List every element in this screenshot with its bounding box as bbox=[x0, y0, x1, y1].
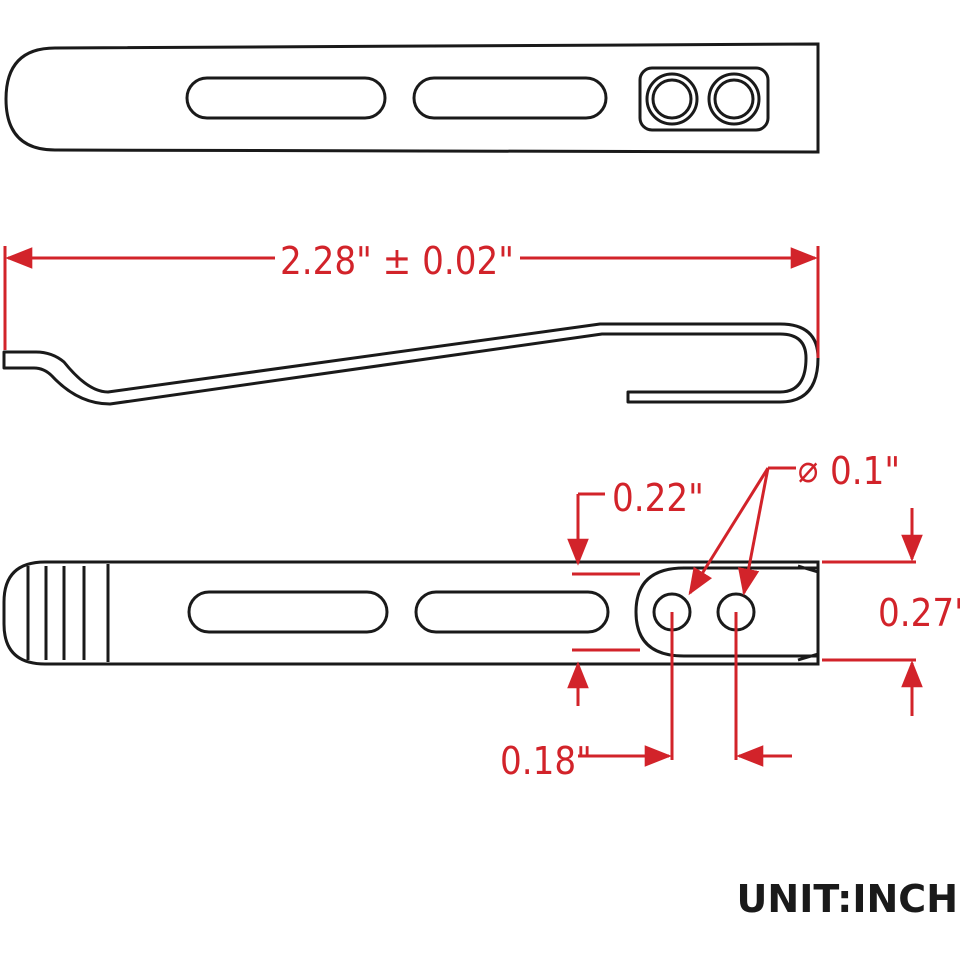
hole-offset-label: 0.22" bbox=[612, 476, 704, 520]
top-view-screw-hole-1-outer bbox=[645, 72, 699, 126]
hole-diameter-leader-1 bbox=[688, 467, 770, 596]
bottom-view-tip-contour bbox=[634, 566, 818, 658]
top-view bbox=[4, 42, 820, 154]
diameter-symbol: ⌀ bbox=[798, 447, 819, 491]
hole-offset-dimension bbox=[567, 492, 640, 706]
unit-label: UNIT:INCH bbox=[737, 877, 958, 921]
top-view-screw-recess bbox=[638, 66, 770, 132]
hole-diameter-leader-2 bbox=[737, 467, 770, 596]
overall-length-label: 2.28" ± 0.02" bbox=[280, 239, 514, 283]
hole-diameter-label: 0.1" bbox=[830, 449, 900, 493]
bottom-view-slot-right bbox=[414, 590, 610, 634]
clip-width-label: 0.27" bbox=[878, 591, 960, 635]
top-view-outline bbox=[4, 42, 820, 154]
hole-diameter-callout bbox=[688, 466, 796, 596]
clip-width-dimension bbox=[822, 508, 923, 716]
top-view-screw-hole-2-outer bbox=[707, 72, 761, 126]
bottom-view-slot-left bbox=[187, 590, 389, 634]
top-view-slot-left bbox=[185, 76, 387, 120]
top-view-screw-hole-2-inner bbox=[713, 78, 755, 120]
side-view-profile bbox=[2, 322, 820, 406]
side-view bbox=[2, 322, 820, 406]
top-view-screw-hole-1-inner bbox=[651, 78, 693, 120]
overall-length-dimension bbox=[3, 246, 820, 358]
hole-spacing-label: 0.18" bbox=[500, 739, 592, 783]
bottom-view-tip-bevel bbox=[797, 564, 819, 662]
top-view-slot-right bbox=[412, 76, 608, 120]
bottom-view bbox=[2, 560, 820, 666]
hole-spacing-dimension bbox=[578, 612, 792, 767]
bottom-view-outline bbox=[2, 560, 820, 666]
